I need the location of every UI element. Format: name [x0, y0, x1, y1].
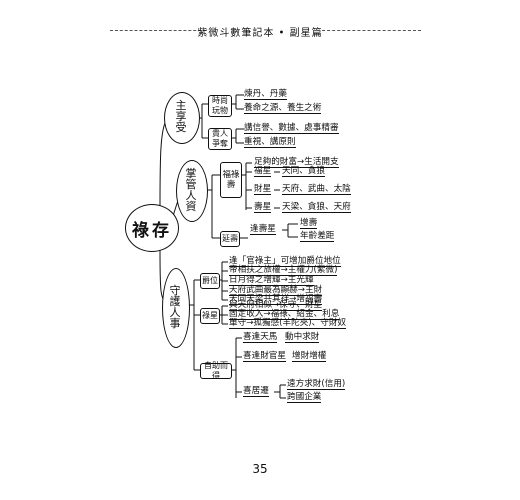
page-number: 35 — [252, 462, 268, 476]
leaf-principle: 重視、講原則 — [244, 137, 296, 148]
leaf-rank-4: 天府武曲最為顯赫→主財 — [229, 285, 323, 296]
leaf-meet-horse: 喜逢天馬 — [243, 332, 278, 343]
leaf-alchemy: 煉丹、丹藥 — [244, 89, 287, 100]
leaf-add-life: 增壽 — [300, 218, 318, 229]
leaf-wealth-star-detail: 天府、武曲、太陰 — [282, 184, 351, 195]
node-salary-star: 祿星 — [200, 308, 220, 324]
branch-oval-protect — [162, 268, 190, 348]
leaf-age-gap: 年齡差距 — [300, 231, 335, 242]
leaf-like-migrate: 喜居遷 — [243, 386, 269, 397]
branch-oval-enjoy — [164, 92, 200, 144]
node-extend-life: 延壽 — [220, 231, 240, 247]
leaf-meet-wealth-official: 喜逢財官星 — [243, 351, 286, 362]
leaf-rank-2: 帝相扶之旅權→主權力(紫微) — [229, 265, 338, 276]
leaf-credibility: 講信譽、數據、處事精審 — [244, 123, 339, 134]
leaf-move-wealth: 動中求財 — [285, 332, 320, 343]
leaf-multinational: 跨國企業 — [287, 392, 322, 403]
page-header: 紫微斗數筆記本 • 副星篇 — [197, 28, 323, 39]
leaf-longevity-star: 壽星 — [254, 202, 272, 213]
header-rule-left — [110, 30, 206, 31]
leaf-health-source: 養命之源、養生之術 — [244, 103, 322, 114]
leaf-fortune-star: 福星 — [254, 166, 272, 177]
leaf-add-wealth-power: 增財增權 — [292, 351, 327, 362]
branch-oval-resources — [176, 160, 208, 222]
leaf-meet-longevity: 逢壽星 — [250, 224, 276, 235]
leaf-longevity-star-detail: 天梁、貪狼、天府 — [282, 202, 351, 213]
branch-label-resources: 掌管人資 — [185, 167, 197, 213]
header-rule-right — [317, 30, 421, 31]
branch-label-protect: 守護人事 — [169, 284, 181, 330]
leaf-salary-3: 單守→孤獨感(羊陀夾)、守財奴 — [229, 318, 347, 329]
leaf-rank-5: 天同天梁共其祥→增福壽 — [229, 294, 323, 305]
leaf-rank-1: 逢「官祿主」可增加爵位地位 — [229, 256, 341, 267]
leaf-salary-1: 與天府相似→保守、財星 — [229, 300, 323, 311]
leaf-salary-2: 固定收入→福祿、紹金、利息 — [229, 309, 340, 320]
node-fashion-toys: 時尚玩物 — [208, 95, 232, 117]
node-noble-compete: 貴人爭奪 — [208, 128, 232, 150]
leaf-far-wealth: 遠方求財(信用) — [287, 379, 346, 390]
node-rank: 爵位 — [200, 273, 220, 289]
branch-label-enjoy: 主享受 — [175, 99, 187, 134]
leaf-fortune-star-detail: 天同、貪狼 — [282, 166, 325, 177]
leaf-rank-3: 日月得之增輝→主光輝 — [229, 275, 314, 286]
root-node: 祿存 — [125, 204, 179, 252]
leaf-enough-wealth: 足夠的財富→生活開支 — [254, 157, 339, 168]
node-self-help: 自助而得 — [200, 361, 232, 380]
leaf-wealth-star: 財星 — [254, 184, 272, 195]
node-fortune-longevity: 福祿壽 — [220, 162, 242, 198]
